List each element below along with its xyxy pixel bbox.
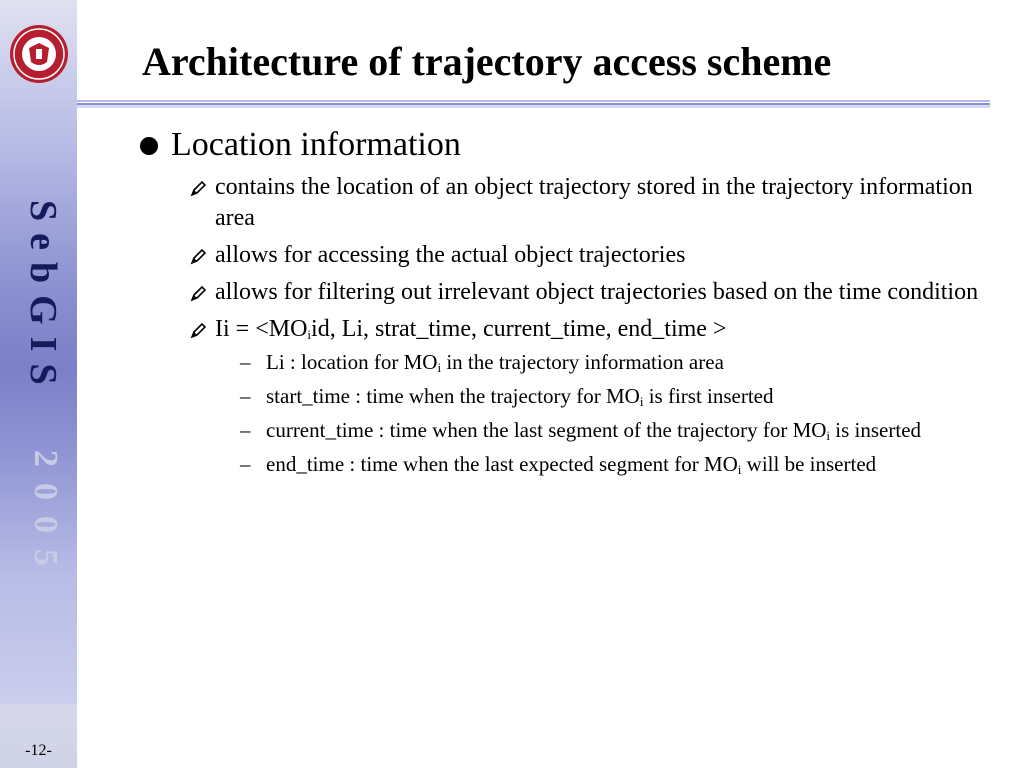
subpoint-pre: current_time : time when the last segmen… — [266, 418, 827, 442]
subpoint-post: in the trajectory information area — [441, 350, 724, 374]
year-text: 2005 — [27, 450, 64, 582]
point-item: allows for filtering out irrelevant obje… — [190, 277, 1010, 308]
point-text: allows for filtering out irrelevant obje… — [215, 279, 979, 305]
subpoint-post: is first inserted — [643, 384, 774, 408]
subpoint-text: start_time : time when the trajectory fo… — [266, 384, 774, 408]
sidebar: SebGIS 2005 -12- — [0, 0, 77, 768]
subpoint-text: current_time : time when the last segmen… — [266, 418, 921, 442]
pencil-bullet-icon — [190, 285, 207, 302]
subpoint-item: – Li : location for MOi in the trajector… — [240, 349, 1010, 376]
subpoint-item: – current_time : time when the last segm… — [240, 417, 1010, 444]
formula-prefix: Ii = <MO — [215, 316, 308, 342]
sidebar-footer — [0, 704, 77, 768]
pencil-bullet-icon — [190, 248, 207, 265]
subpoint-text: Li : location for MOi in the trajectory … — [266, 350, 724, 374]
subpoint-pre: Li : location for MO — [266, 350, 438, 374]
slide-title: Architecture of trajectory access scheme — [142, 39, 832, 84]
subpoint-subscript: i — [737, 462, 742, 477]
subpoint-pre: start_time : time when the trajectory fo… — [266, 384, 640, 408]
formula-suffix: id, Li, strat_time, current_time, end_ti… — [311, 316, 727, 342]
formula-item: Ii = <MOiid, Li, strat_time, current_tim… — [190, 314, 1010, 345]
subpoint-post: will be inserted — [741, 452, 877, 476]
title-divider — [77, 100, 990, 108]
subpoint-subscript: i — [437, 360, 442, 375]
dash-bullet: – — [240, 452, 251, 476]
subpoint-subscript: i — [639, 394, 644, 409]
bullet-dot-icon — [140, 137, 158, 155]
pencil-bullet-icon — [190, 180, 207, 197]
dash-bullet: – — [240, 384, 251, 408]
subpoint-pre: end_time : time when the last expected s… — [266, 452, 738, 476]
pencil-bullet-icon — [190, 322, 207, 339]
formula-text: Ii = <MOiid, Li, strat_time, current_tim… — [215, 314, 1010, 345]
main-bullet-text: Location information — [171, 126, 461, 163]
point-item: contains the location of an object traje… — [190, 172, 1010, 234]
dash-bullet: – — [240, 350, 251, 374]
main-bullet: Location information — [140, 124, 1010, 166]
subpoint-post: is inserted — [830, 418, 922, 442]
subpoint-subscript: i — [826, 428, 831, 443]
university-seal-icon — [10, 25, 68, 83]
dash-bullet: – — [240, 418, 251, 442]
brand-text: SebGIS — [22, 200, 64, 397]
subpoint-item: – start_time : time when the trajectory … — [240, 383, 1010, 410]
point-text: allows for accessing the actual object t… — [215, 242, 686, 268]
subpoint-item: – end_time : time when the last expected… — [240, 451, 1010, 478]
formula-subscript: i — [307, 327, 312, 342]
page-number: -12- — [25, 742, 52, 759]
point-text: contains the location of an object traje… — [215, 174, 973, 231]
slide-content: Location information contains the locati… — [140, 124, 1010, 478]
subpoint-text: end_time : time when the last expected s… — [266, 452, 876, 476]
point-item: allows for accessing the actual object t… — [190, 240, 1010, 271]
